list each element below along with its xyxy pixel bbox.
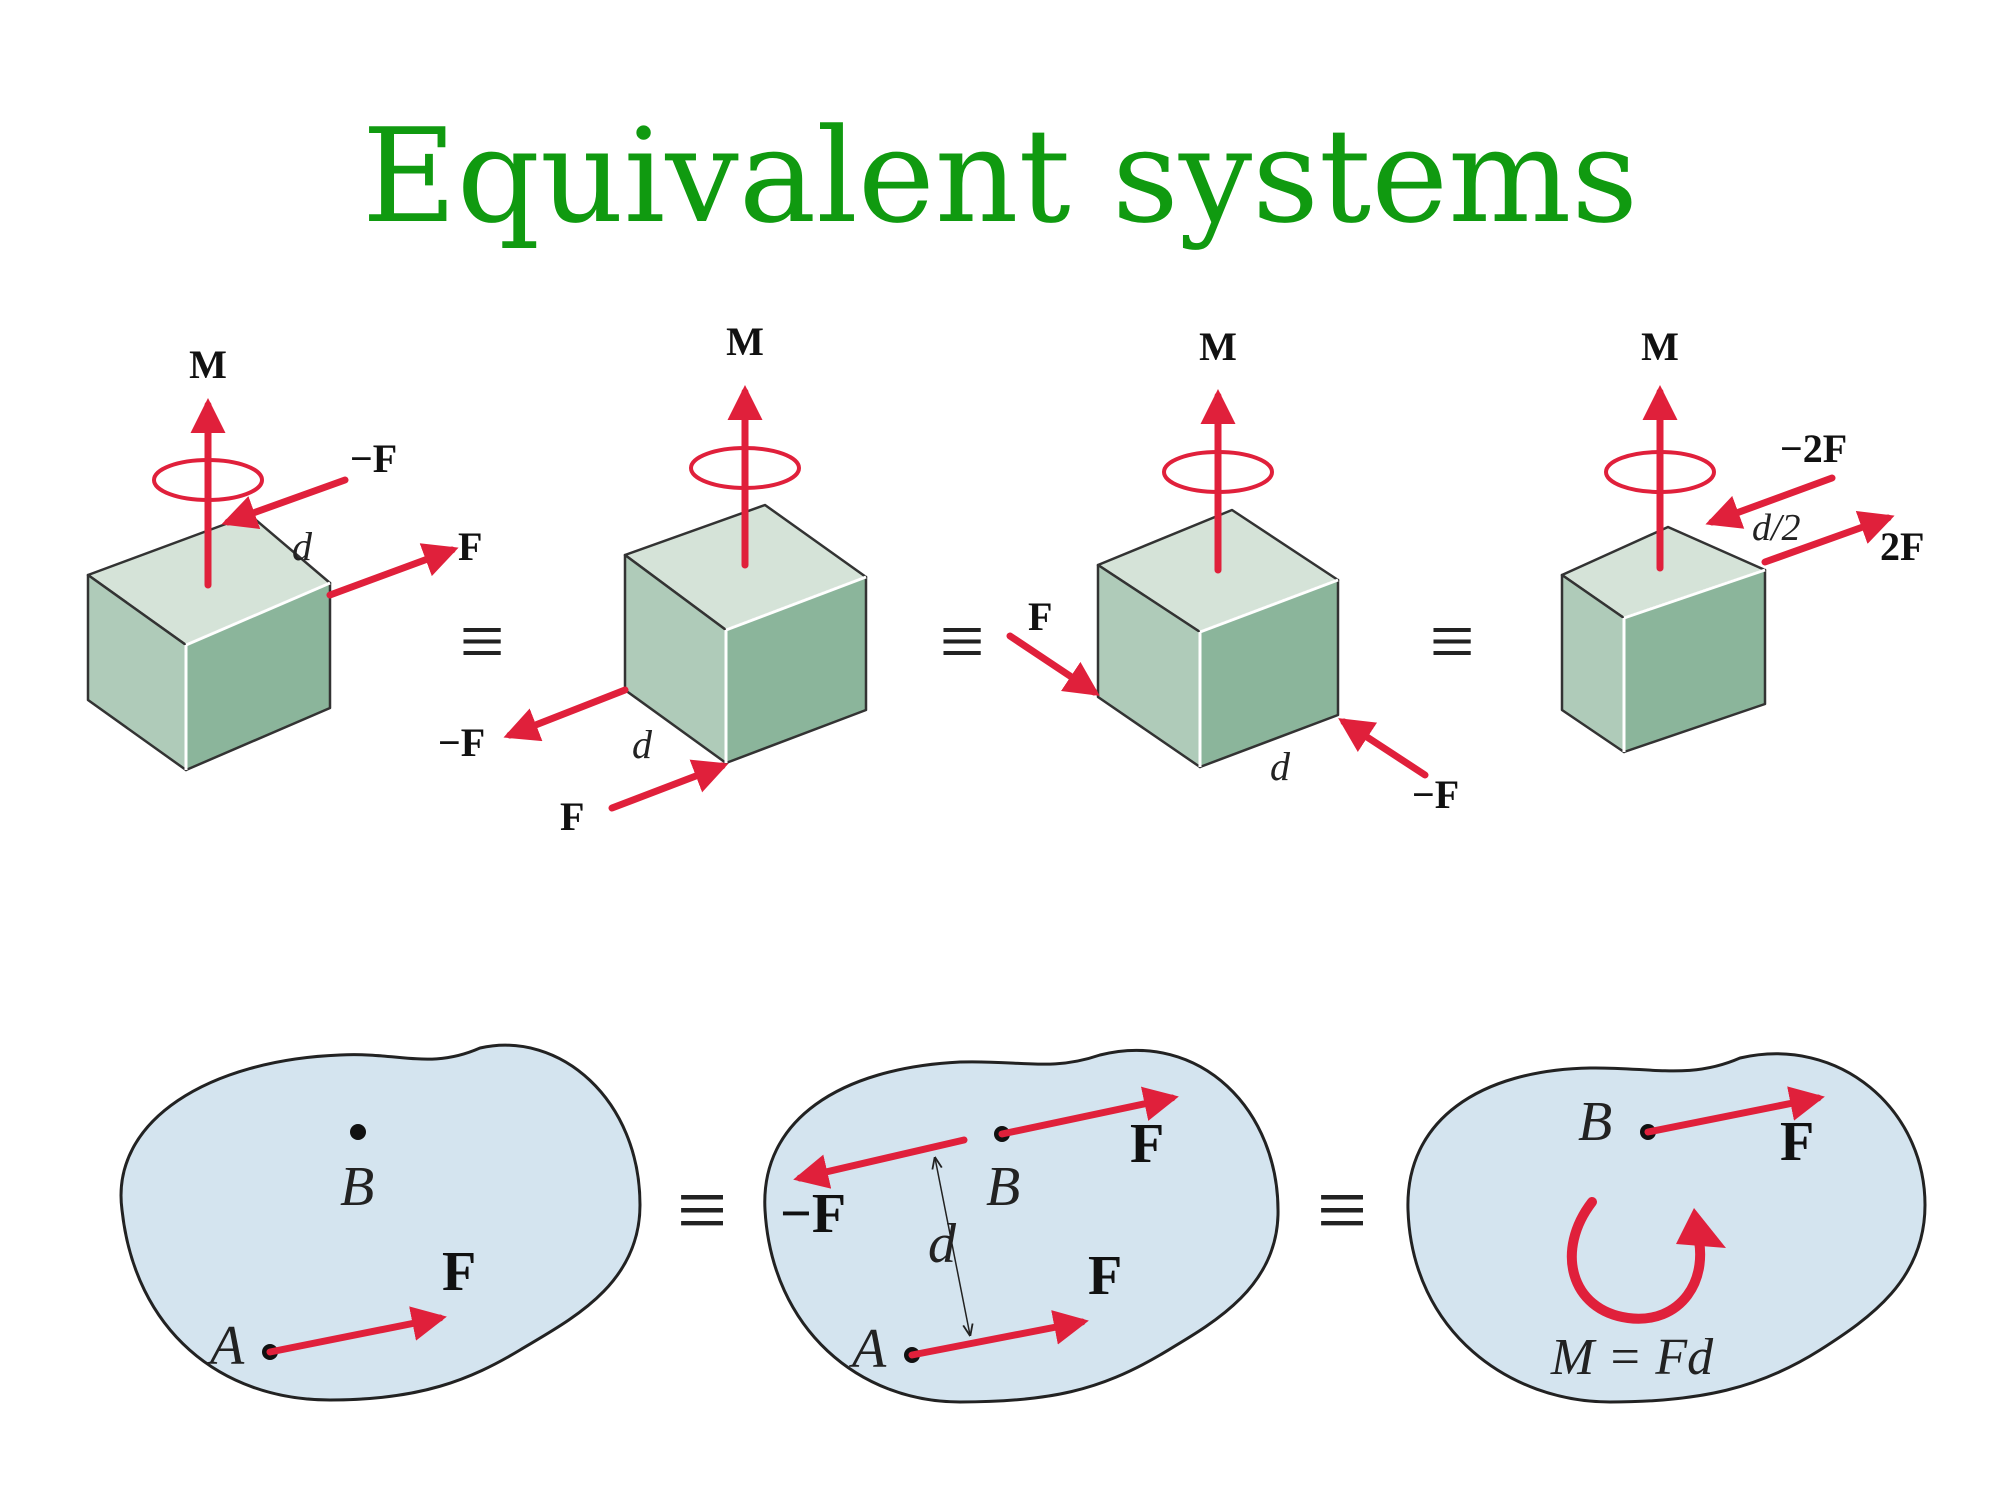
force-arrow-body-3 — [1644, 1086, 1825, 1136]
equivalence-symbol-4: ≡ — [677, 1161, 728, 1260]
equivalence-symbol-1: ≡ — [459, 598, 504, 686]
cube-system-3: M F d −F — [1006, 324, 1459, 817]
rigid-body-system-3: B F M = Fd — [1406, 1052, 1927, 1404]
rigid-body-system-1: B A F — [119, 1043, 642, 1402]
force-neg-label-body-2: −F — [780, 1183, 846, 1245]
rigid-body-system-2: −F F B d A F — [763, 1048, 1280, 1404]
force-arrow-4 — [1761, 510, 1895, 566]
distance-label-2: d — [632, 722, 653, 767]
moment-label-2: M — [726, 319, 764, 364]
rigid-body-2 — [763, 1048, 1280, 1404]
moment-vector-1 — [152, 398, 264, 589]
force-label-body-3: F — [1780, 1111, 1814, 1173]
moment-vector-3 — [1162, 389, 1274, 574]
cube-system-2: M −F d F — [438, 319, 868, 839]
force-label-body-2-bottom: F — [1088, 1245, 1122, 1307]
force-label-body-1: F — [442, 1241, 476, 1303]
cube-system-1: M −F d F — [86, 342, 482, 772]
moment-label-3: M — [1199, 324, 1237, 369]
force-neg-label-3: −F — [1412, 772, 1459, 817]
force-neg-arrow-body-2 — [793, 1136, 968, 1189]
point-a-label-1: A — [206, 1315, 245, 1377]
force-neg-arrow-3 — [1338, 718, 1429, 779]
distance-label-4: d/2 — [1752, 507, 1801, 549]
distance-dimension-line — [935, 1158, 970, 1335]
couple-moment-arrow — [1566, 1197, 1706, 1324]
force-label-2: F — [560, 794, 584, 839]
cube-3 — [1096, 508, 1340, 769]
force-label-1: F — [458, 524, 482, 569]
force-neg-arrow-1 — [221, 476, 349, 530]
cube-system-4: M −2F d/2 2F — [1560, 324, 1924, 754]
couple-moment-arrowhead — [1676, 1208, 1726, 1248]
force-label-body-2-top: F — [1130, 1113, 1164, 1175]
moment-vector-4 — [1604, 385, 1716, 572]
cube-4 — [1560, 525, 1767, 754]
point-b-label-1: B — [340, 1156, 374, 1218]
distance-label-3: d — [1270, 744, 1291, 789]
force-arrow-body-2-top — [998, 1086, 1179, 1138]
equivalence-symbol-5: ≡ — [1317, 1161, 1368, 1260]
force-label-3: F — [1028, 594, 1052, 639]
force-arrow-3 — [1006, 632, 1100, 696]
moment-label-1: M — [189, 342, 227, 387]
force-arrow-body-2-bottom — [908, 1310, 1089, 1359]
force-neg-label-4: −2F — [1780, 426, 1847, 471]
moment-vector-2 — [689, 385, 801, 569]
force-arrow-1 — [326, 543, 459, 599]
slide-title: Equivalent systems — [361, 100, 1639, 252]
point-b-label-2: B — [986, 1156, 1020, 1218]
rigid-body-1 — [119, 1043, 642, 1402]
force-arrow-body-1 — [266, 1306, 447, 1356]
moment-equation: M = Fd — [1550, 1329, 1714, 1386]
equivalence-symbol-3: ≡ — [1429, 598, 1474, 686]
force-label-4: 2F — [1880, 524, 1924, 569]
force-arrow-2 — [608, 759, 729, 812]
force-neg-arrow-2 — [503, 686, 629, 742]
distance-label-1: d — [292, 524, 313, 569]
force-neg-label-1: −F — [350, 436, 397, 481]
rigid-body-3 — [1406, 1052, 1927, 1404]
point-b-label-3: B — [1578, 1091, 1612, 1153]
point-b-1 — [350, 1124, 366, 1140]
force-neg-arrow-4 — [1705, 474, 1836, 529]
force-neg-label-2: −F — [438, 720, 485, 765]
cube-2 — [623, 503, 868, 765]
point-a-label-2: A — [848, 1318, 887, 1380]
moment-label-4: M — [1641, 324, 1679, 369]
equivalence-symbol-2: ≡ — [939, 598, 984, 686]
distance-label-body-2: d — [928, 1213, 957, 1275]
